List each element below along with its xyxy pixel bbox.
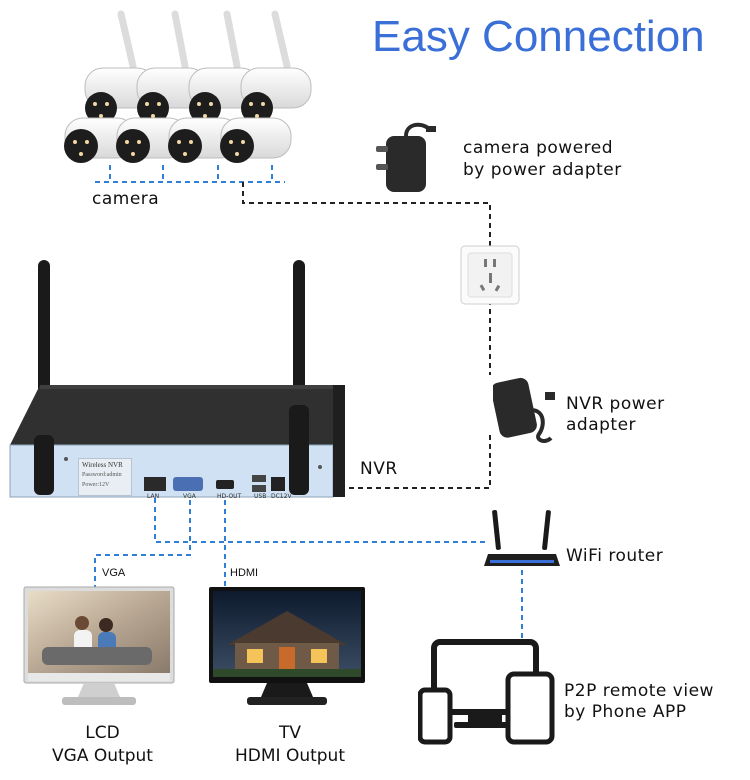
port-dc-label: DC12V	[271, 493, 292, 500]
vga-tag: VGA	[102, 567, 126, 579]
wifi-router-icon	[484, 509, 560, 566]
nvr-sticker-line2: Password:admin	[82, 472, 122, 478]
hdmi-tag: HDMI	[230, 567, 259, 579]
port-vga-label: VGA	[183, 493, 196, 500]
nvr-power-label-line1: NVR power	[566, 394, 665, 414]
camera-link-lines	[95, 165, 285, 183]
vga-port	[173, 477, 203, 491]
wifi-router-label: WiFi router	[566, 546, 664, 566]
camera-power-label-line2: by power adapter	[463, 160, 622, 180]
dc-port	[271, 477, 285, 491]
nvr-sticker: Wireless NVR Password:admin Power:12V	[78, 458, 132, 496]
camera-group	[64, 10, 312, 163]
lcd-caption: LCD VGA Output	[40, 722, 165, 768]
lcd-monitor-icon	[23, 586, 175, 705]
camera-power-adapter-icon	[376, 122, 436, 192]
usb-port-2	[252, 485, 266, 492]
nvr-antenna-right	[293, 260, 305, 410]
mobile-devices-icon	[418, 639, 555, 745]
p2p-label-line2: by Phone APP	[564, 702, 687, 722]
port-usb-label: USB	[254, 493, 267, 500]
p2p-label-line1: P2P remote view	[564, 681, 714, 701]
port-hdmi-label: HD-OUT	[217, 493, 242, 500]
nvr-power-adapter-icon	[493, 377, 555, 443]
tv-caption-line1: TV	[278, 723, 301, 743]
lcd-caption-line2: VGA Output	[52, 746, 153, 766]
tv-caption-line2: HDMI Output	[234, 746, 345, 766]
nvr-device	[9, 260, 345, 498]
wall-socket-icon	[460, 245, 520, 305]
tv-icon	[209, 587, 365, 705]
usb-port-1	[252, 475, 266, 482]
tv-caption: TV HDMI Output	[220, 722, 360, 768]
power-lines	[242, 182, 491, 489]
lan-port	[144, 477, 166, 491]
camera-power-label-line1: camera powered	[463, 138, 614, 158]
nvr-sticker-line1: Wireless NVR	[82, 461, 123, 469]
port-lan-label: LAN	[147, 493, 160, 500]
nvr-sticker-line3: Power:12V	[82, 482, 110, 488]
nvr-power-label-line2: adapter	[566, 415, 637, 435]
nvr-label: NVR	[360, 459, 398, 479]
page-title: Easy Connection	[372, 12, 705, 61]
lcd-caption-line1: LCD	[85, 723, 120, 743]
output-link-lines	[94, 498, 523, 640]
hdmi-port	[216, 480, 234, 489]
camera-label: camera	[92, 189, 160, 209]
